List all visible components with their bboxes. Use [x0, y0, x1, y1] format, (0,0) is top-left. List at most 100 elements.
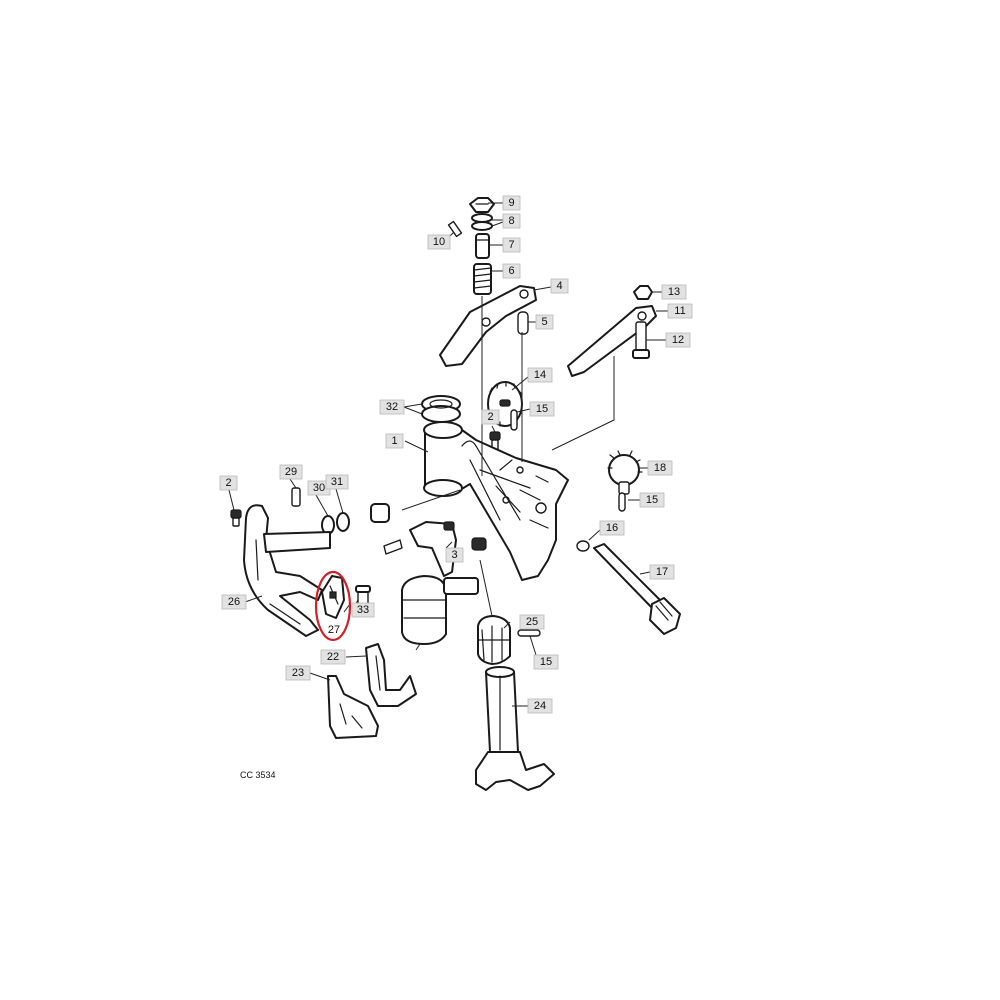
callout-26: 26: [221, 594, 247, 610]
callout-33: 33: [351, 602, 375, 618]
callout-30: 30: [307, 480, 331, 496]
svg-text:23: 23: [292, 667, 304, 679]
callout-32: 32: [379, 399, 405, 415]
svg-text:13: 13: [668, 286, 680, 298]
callout-25: 25: [519, 614, 545, 630]
callout-22: 22: [320, 649, 346, 665]
pin-part-29: [291, 487, 301, 507]
svg-text:8: 8: [508, 215, 514, 227]
bushing-part-left: [370, 503, 390, 523]
svg-text:1: 1: [391, 435, 397, 447]
callout-15-upper: 15: [529, 401, 555, 417]
callout-9: 9: [502, 195, 521, 211]
gear-part-18: [607, 450, 643, 495]
selector-drum: [401, 575, 479, 645]
callout-10: 10: [427, 234, 451, 250]
reference-code: CC 3534: [240, 770, 276, 780]
callout-14: 14: [527, 367, 553, 383]
highlight-oval: [314, 570, 352, 642]
callout-5: 5: [535, 314, 554, 330]
svg-text:15: 15: [646, 494, 658, 506]
callout-3: 3: [445, 547, 464, 563]
svg-text:6: 6: [508, 265, 514, 277]
callout-27: 27: [328, 624, 340, 636]
svg-text:33: 33: [357, 604, 369, 616]
svg-text:15: 15: [536, 403, 548, 415]
plate-part-23: [327, 675, 379, 739]
svg-text:16: 16: [606, 522, 618, 534]
svg-text:7: 7: [508, 239, 514, 251]
callout-4: 4: [550, 278, 569, 294]
svg-text:29: 29: [285, 466, 297, 478]
callout-6: 6: [502, 263, 521, 279]
callout-12: 12: [665, 332, 691, 348]
callout-16: 16: [599, 520, 625, 536]
svg-text:24: 24: [534, 700, 546, 712]
washer-part-8: [471, 213, 493, 231]
svg-text:11: 11: [674, 305, 685, 317]
callout-15-lower: 15: [533, 654, 559, 670]
callout-18: 18: [647, 460, 673, 476]
svg-text:22: 22: [327, 651, 339, 663]
svg-text:15: 15: [540, 656, 552, 668]
svg-text:9: 9: [508, 197, 514, 209]
callout-2-upper: 2: [481, 409, 500, 425]
svg-text:31: 31: [331, 476, 343, 488]
svg-text:25: 25: [526, 616, 538, 628]
callout-17: 17: [649, 564, 675, 580]
svg-text:18: 18: [654, 462, 666, 474]
callout-8: 8: [502, 213, 521, 229]
svg-text:10: 10: [433, 236, 445, 248]
washer-part-16: [576, 540, 590, 552]
lever-arm-part-4: [439, 285, 537, 367]
bolt-part-2-left: [230, 509, 242, 527]
callout-2-left: 2: [219, 475, 238, 491]
svg-text:2: 2: [487, 411, 493, 423]
nut-part-9: [469, 197, 495, 213]
svg-text:32: 32: [386, 401, 398, 413]
svg-text:14: 14: [534, 369, 546, 381]
svg-text:17: 17: [656, 566, 668, 578]
callout-13: 13: [661, 284, 687, 300]
callout-23: 23: [285, 665, 311, 681]
leader-lines: [228, 202, 668, 707]
shaft-part-17: [593, 543, 681, 635]
plate-part-22: [365, 643, 417, 707]
bracket-part-3: [383, 521, 487, 577]
seal-part-32: [421, 395, 461, 423]
pin-part-15-right: [618, 492, 626, 512]
callout-1: 1: [385, 433, 404, 449]
pin-part-5: [517, 311, 529, 335]
callout-31: 31: [325, 474, 349, 490]
spring-part-6: [473, 263, 492, 295]
svg-text:2: 2: [225, 477, 231, 489]
pin-part-15-lower: [517, 629, 541, 637]
bolt-part-33: [355, 585, 371, 607]
callout-7: 7: [502, 237, 521, 253]
svg-text:26: 26: [228, 596, 240, 608]
bolt-part-12: [632, 321, 650, 359]
callout-11: 11: [667, 303, 693, 319]
washer-part-31: [336, 512, 350, 532]
svg-text:3: 3: [451, 549, 457, 561]
callouts: 9 8 10 7 6 4 5 13 11 12 14 15 2 32 1 18 …: [219, 195, 693, 714]
svg-text:30: 30: [313, 482, 325, 494]
shift-block-part-27: [321, 575, 345, 619]
callout-29: 29: [279, 464, 303, 480]
pin-part-10: [447, 220, 463, 238]
gear-part-25: [477, 615, 511, 665]
part-drawings: [230, 197, 681, 791]
svg-text:12: 12: [672, 334, 684, 346]
svg-text:4: 4: [556, 280, 562, 292]
svg-text:5: 5: [541, 316, 547, 328]
nut-part-13: [633, 285, 653, 300]
pin-part-15-upper: [510, 409, 518, 431]
bushing-part-7: [475, 233, 490, 259]
housing-part-1: [423, 421, 569, 581]
fork-part-26: [243, 504, 331, 637]
shift-rod-part-24: [475, 666, 555, 791]
callout-15-right: 15: [639, 492, 665, 508]
lever-part-11: [567, 305, 657, 377]
callout-24: 24: [527, 698, 553, 714]
